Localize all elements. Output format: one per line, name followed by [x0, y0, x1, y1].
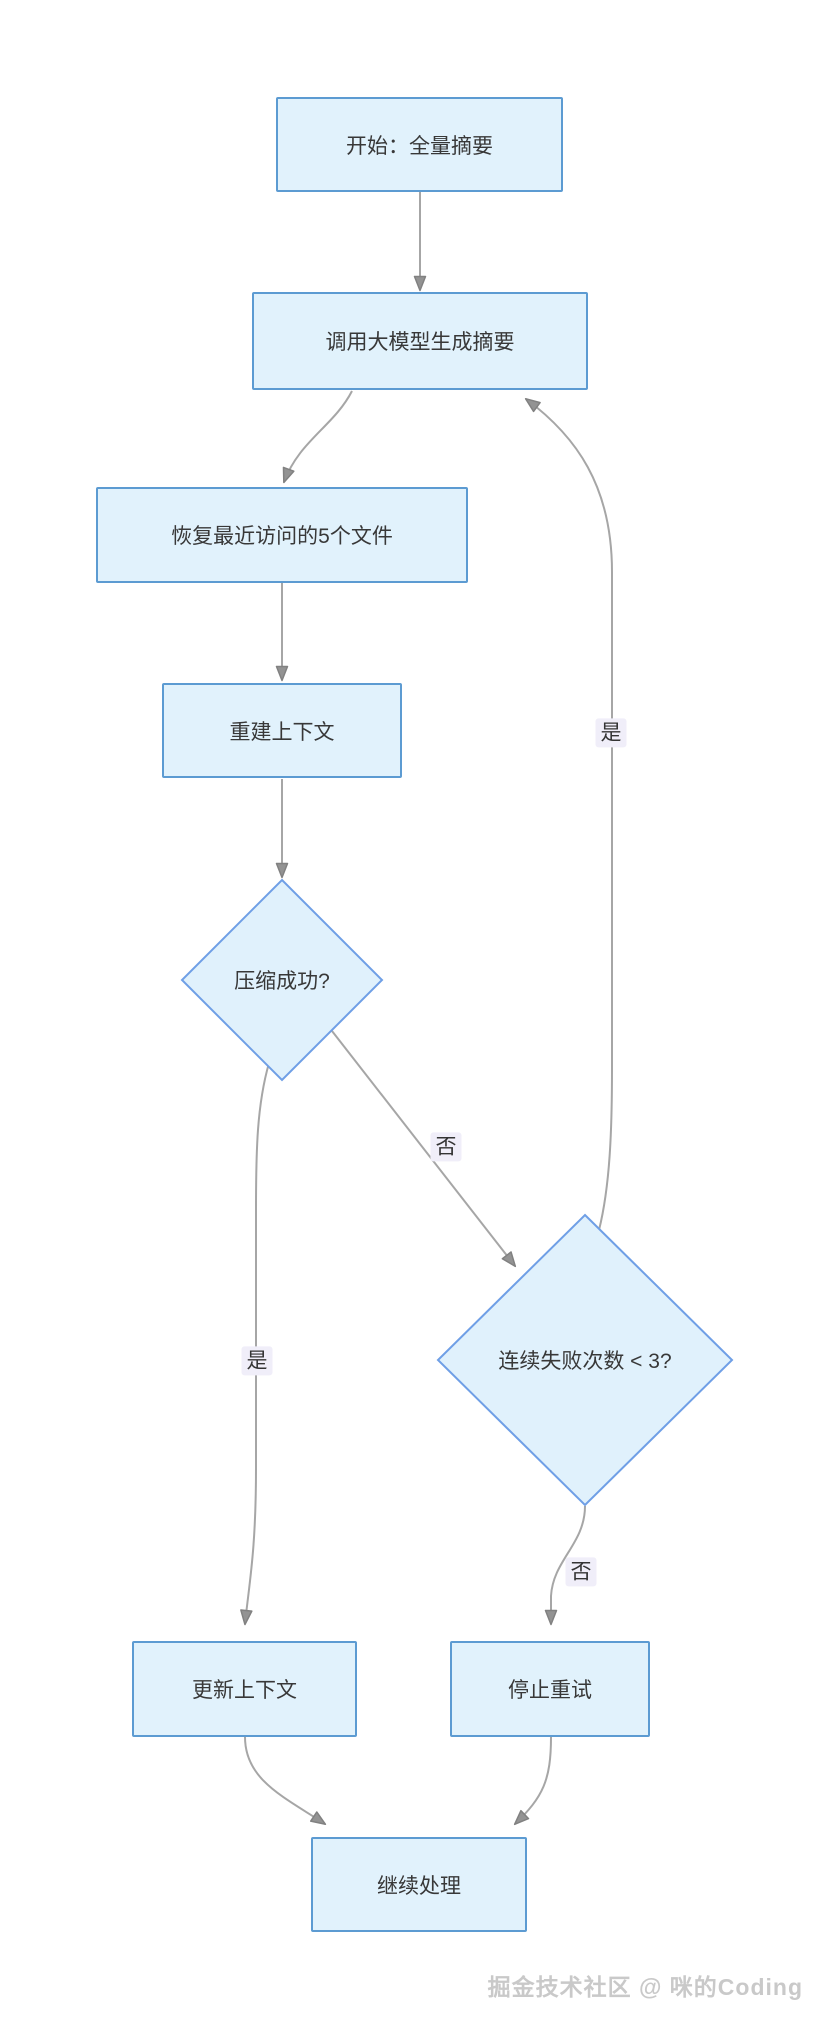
edge-compress-yes-to-update: [240, 1062, 270, 1626]
node-fail-count-label: 连续失败次数 < 3?: [498, 1350, 672, 1373]
node-continue-processing: 继续处理: [311, 1837, 527, 1932]
edge-update-to-continue: [244, 1736, 327, 1826]
edge-label-compress-no: 否: [430, 1132, 462, 1162]
node-restore-files: 恢复最近访问的5个文件: [96, 487, 468, 583]
node-start: 开始：全量摘要: [276, 97, 563, 192]
edge-call-llm-to-restore: [282, 390, 353, 484]
edge-failcount-yes-to-callllm: [524, 397, 613, 1231]
node-compress-ok-label: 压缩成功?: [234, 970, 330, 993]
edge-label-failcount-no: 否: [565, 1557, 597, 1587]
edge-label-compress-yes: 是: [241, 1346, 273, 1376]
edge-stop-to-continue: [513, 1736, 552, 1826]
edge-label-failcount-yes: 是: [595, 718, 627, 748]
node-call-llm: 调用大模型生成摘要: [252, 292, 588, 390]
node-stop-retry: 停止重试: [450, 1641, 650, 1737]
node-update-context: 更新上下文: [132, 1641, 357, 1737]
edge-compress-no-to-failcount: [331, 1030, 517, 1268]
node-rebuild-context: 重建上下文: [162, 683, 402, 778]
site-watermark: 掘金技术社区 @ 咪的Coding: [487, 1974, 803, 2000]
